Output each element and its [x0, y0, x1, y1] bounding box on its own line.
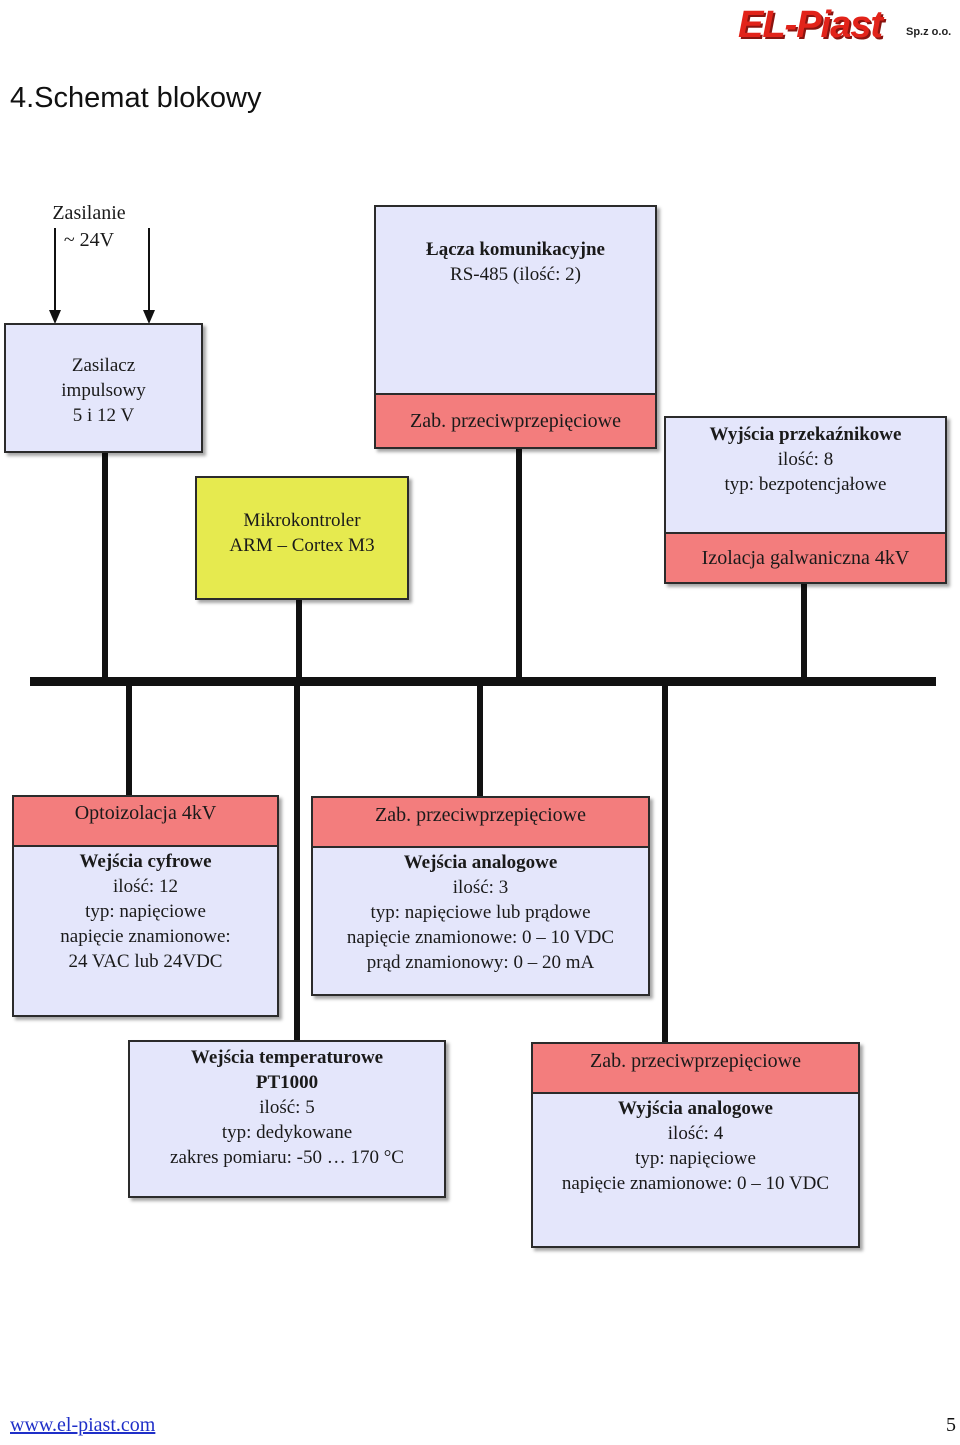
analog-inputs-type: typ: napięciowe lub prądowe [370, 902, 591, 923]
supply-arrow-right-head [143, 310, 155, 324]
relay-outputs-count: ilość: 8 [777, 449, 834, 470]
footer-website-link[interactable]: www.el-piast.com [10, 1414, 156, 1436]
psu-line3: 5 i 12 V [72, 405, 135, 426]
analog-inputs-count: ilość: 3 [452, 877, 509, 898]
analog-inputs-current: prąd znamionowy: 0 – 20 mA [366, 952, 595, 973]
digital-inputs-rated-value: 24 VAC lub 24VDC [68, 951, 223, 972]
temperature-inputs-box: Wejścia temperaturowe PT1000 ilość: 5 ty… [128, 1040, 446, 1198]
digital-inputs-box: Optoizolacja 4kV Wejścia cyfrowe ilość: … [12, 795, 279, 1017]
analog-inputs-voltage: napięcie znamionowe: 0 – 10 VDC [346, 927, 615, 948]
connector-comm [516, 448, 522, 678]
digital-optoisolation-band: Optoizolacja 4kV [14, 797, 277, 847]
digital-inputs-count: ilość: 12 [113, 876, 178, 897]
digital-inputs-type: typ: napięciowe [85, 901, 206, 922]
company-logo: EL-Piast [738, 4, 883, 46]
connector-analog-in [477, 685, 483, 797]
connector-mcu [296, 598, 302, 678]
analog-outputs-title: Wyjścia analogowe [618, 1098, 773, 1119]
supply-arrows [49, 228, 155, 324]
relay-isolation-band: Izolacja galwaniczna 4kV [666, 532, 945, 582]
power-supply-label: Zasilanie ~ 24V [30, 200, 148, 254]
temperature-inputs-subtitle: PT1000 [255, 1072, 319, 1093]
digital-inputs-title: Wejścia cyfrowe [79, 851, 212, 872]
connector-digital-in [126, 685, 132, 797]
connector-analog-out [662, 685, 668, 1043]
mcu-line1: Mikrokontroler [243, 510, 361, 531]
mcu-line2: ARM – Cortex M3 [229, 535, 375, 556]
psu-line1: Zasilacz [71, 355, 136, 376]
relay-outputs-title: Wyjścia przekaźnikowe [709, 424, 902, 445]
connector-relay [801, 583, 807, 678]
communication-surge-band: Zab. przeciwprzepięciowe [376, 393, 655, 447]
page-title: 4.Schemat blokowy [10, 82, 262, 114]
supply-arrow-left-head [49, 310, 61, 324]
connector-temp-in [294, 685, 300, 1042]
communication-detail: RS-485 (ilość: 2) [450, 264, 581, 285]
connector-psu [102, 452, 108, 678]
analog-outputs-count: ilość: 4 [667, 1123, 724, 1144]
analog-outputs-voltage: napięcie znamionowe: 0 – 10 VDC [561, 1173, 830, 1194]
analog-outputs-surge-band: Zab. przeciwprzepięciowe [533, 1044, 858, 1094]
relay-outputs-type: typ: bezpotencjałowe [724, 474, 887, 495]
psu-box: Zasilacz impulsowy 5 i 12 V [4, 323, 203, 453]
communication-title: Łącza komunikacyjne [426, 239, 605, 260]
analog-outputs-type: typ: napięciowe [635, 1148, 756, 1169]
psu-line2: impulsowy [61, 380, 146, 401]
company-logo-suffix: Sp.z o.o. [906, 26, 952, 38]
footer-page-number: 5 [946, 1414, 956, 1436]
analog-outputs-box: Zab. przeciwprzepięciowe Wyjścia analogo… [531, 1042, 860, 1248]
mcu-box: Mikrokontroler ARM – Cortex M3 [195, 476, 409, 600]
power-supply-label-line2: ~ 24V [63, 229, 115, 251]
communication-box: Łącza komunikacyjne RS-485 (ilość: 2) Za… [374, 205, 657, 449]
analog-inputs-box: Zab. przeciwprzepięciowe Wejścia analogo… [311, 796, 650, 996]
digital-inputs-rated-label: napięcie znamionowe: [60, 926, 231, 947]
temperature-inputs-count: ilość: 5 [259, 1097, 315, 1118]
relay-outputs-box: Wyjścia przekaźnikowe ilość: 8 typ: bezp… [664, 416, 947, 584]
analog-inputs-surge-band: Zab. przeciwprzepięciowe [313, 798, 648, 848]
temperature-inputs-type: typ: dedykowane [221, 1122, 353, 1143]
temperature-inputs-title: Wejścia temperaturowe [190, 1047, 384, 1068]
temperature-inputs-range: zakres pomiaru: -50 … 170 °C [170, 1147, 404, 1168]
analog-inputs-title: Wejścia analogowe [403, 852, 558, 873]
main-bus [30, 677, 936, 686]
power-supply-label-line1: Zasilanie [52, 202, 126, 224]
